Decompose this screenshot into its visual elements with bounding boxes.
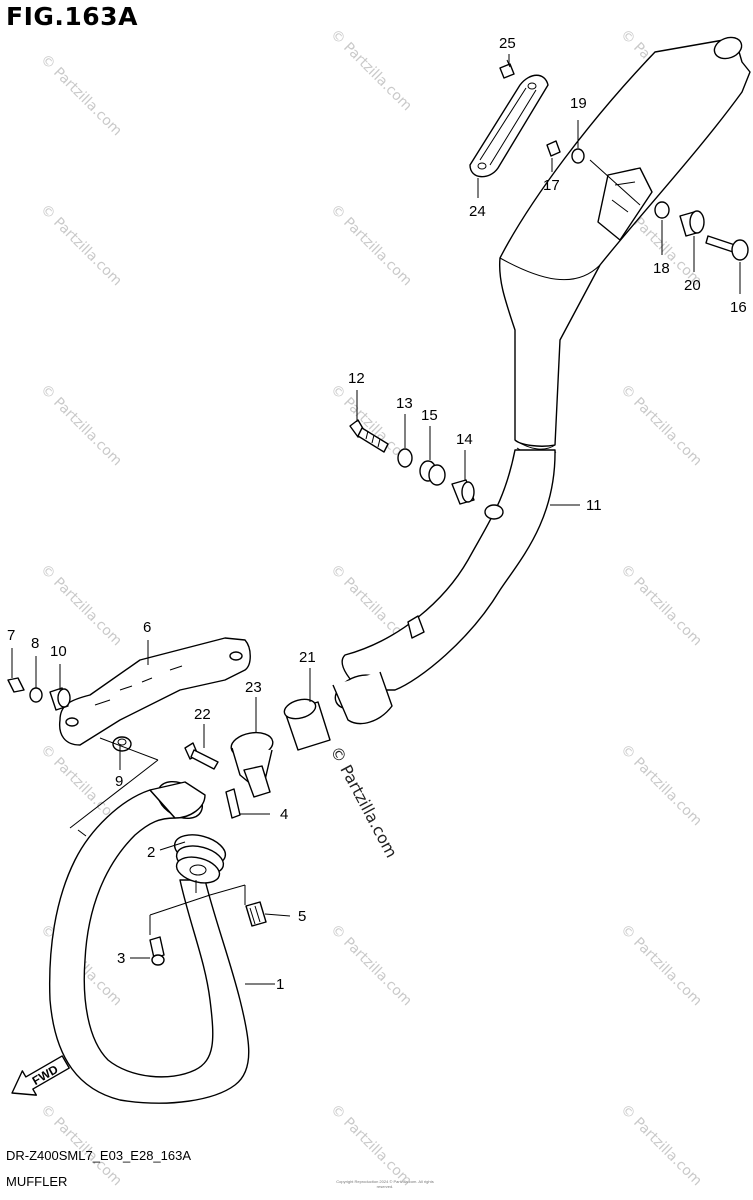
leader-lines [11, 54, 741, 985]
gasket-24 [469, 74, 549, 178]
watermark: © Partzilla.com [617, 742, 705, 830]
bolt-3 [149, 936, 165, 966]
nut-5 [245, 901, 267, 927]
bolt-25 [499, 59, 515, 79]
stud-4 [225, 788, 241, 819]
watermark: © Partzilla.com [37, 382, 125, 470]
exhaust-head-pipe [49, 780, 250, 1104]
bolt-22 [184, 742, 219, 770]
callout-23: 23 [245, 679, 262, 696]
fwd-arrow: FWD [11, 1055, 70, 1096]
watermark-center: © Partzilla.com [326, 743, 401, 861]
figure-title: FIG.163A [6, 2, 138, 31]
callouts: 25 19 17 24 18 20 16 12 13 15 14 11 6 7 … [7, 35, 747, 993]
watermark: © Partzilla.com [327, 1102, 415, 1190]
callout-10: 10 [50, 643, 67, 660]
callout-17: 17 [543, 177, 560, 194]
muffler-body [332, 36, 751, 725]
bolt-9 [112, 736, 132, 752]
grommet-15 [419, 460, 446, 486]
callout-3: 3 [117, 950, 125, 967]
watermark: © Partzilla.com [617, 922, 705, 1010]
callout-19: 19 [570, 95, 587, 112]
watermark: © Partzilla.com [37, 562, 125, 650]
bolt-12 [349, 419, 389, 453]
washer-13 [397, 448, 413, 468]
grommet-20 [679, 210, 705, 237]
callout-16: 16 [730, 299, 747, 316]
callout-21: 21 [299, 649, 316, 666]
watermark: © Partzilla.com [617, 562, 705, 650]
callout-5: 5 [298, 908, 306, 925]
copyright-note: Copyright Reproduction 2024 © Partzilla.… [336, 1179, 434, 1189]
watermark: © Partzilla.com [617, 382, 705, 470]
collar-10 [49, 687, 71, 711]
collar-14 [451, 479, 475, 505]
callout-4: 4 [280, 806, 288, 823]
washer-8 [29, 687, 43, 703]
gasket-21 [283, 698, 331, 751]
muffler-bracket [58, 637, 251, 746]
callout-20: 20 [684, 277, 701, 294]
callout-25: 25 [499, 35, 516, 52]
watermark: © Partzilla.com [327, 27, 415, 115]
callout-18: 18 [653, 260, 670, 277]
callout-6: 6 [143, 619, 151, 636]
callout-1: 1 [276, 976, 284, 993]
callout-8: 8 [31, 635, 39, 652]
callout-12: 12 [348, 370, 365, 387]
callout-13: 13 [396, 395, 413, 412]
clamp-23 [230, 731, 274, 798]
callout-11: 11 [586, 497, 602, 514]
callout-22: 22 [194, 706, 211, 723]
washer-19 [571, 148, 585, 164]
watermark: © Partzilla.com [327, 202, 415, 290]
nut-17 [546, 140, 561, 157]
watermark: © Partzilla.com [37, 52, 125, 140]
watermark: © Partzilla.com [617, 1102, 705, 1190]
bolt-7 [7, 677, 25, 693]
callout-15: 15 [421, 407, 438, 424]
watermark: © Partzilla.com [37, 202, 125, 290]
callout-7: 7 [7, 627, 15, 644]
callout-2: 2 [147, 844, 155, 861]
section-name: MUFFLER [6, 1174, 68, 1189]
callout-24: 24 [469, 203, 486, 220]
callout-14: 14 [456, 431, 473, 448]
watermark: © Partzilla.com [327, 922, 415, 1010]
diagram-code: DR-Z400SML7_E03_E28_163A [6, 1148, 192, 1163]
washer-18 [654, 201, 670, 219]
bolt-16 [705, 235, 749, 261]
callout-9: 9 [115, 773, 123, 790]
